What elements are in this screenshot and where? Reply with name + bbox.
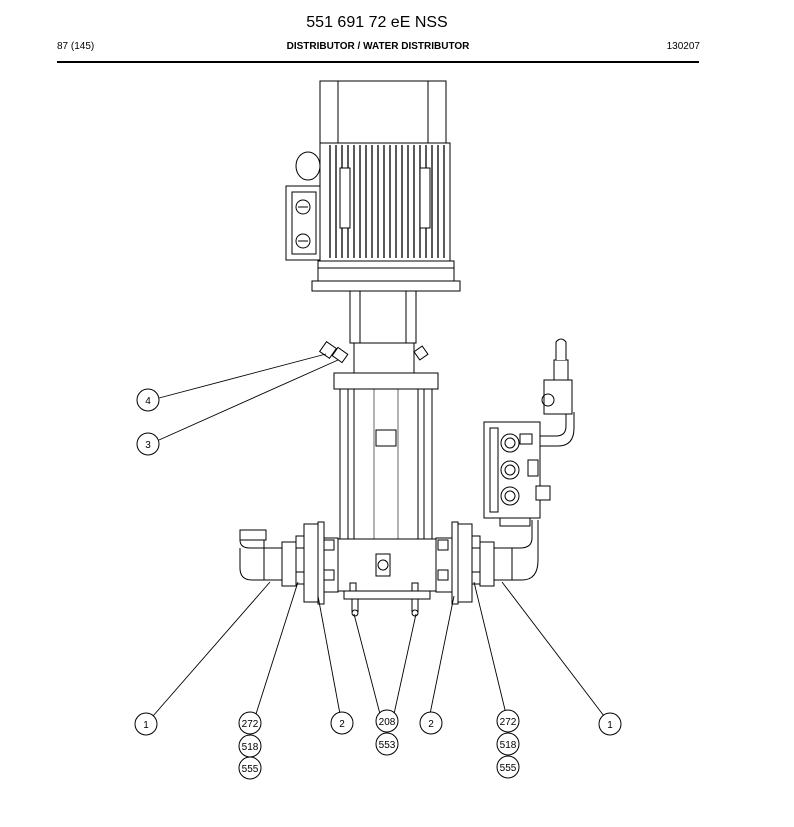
callout-1-left: 1 [134,712,158,736]
callout-label: 272 [500,717,517,728]
callout-272-right: 272 [496,709,520,733]
callout-3: 3 [136,432,160,456]
callout-518-right: 518 [496,732,520,756]
document-code: 130207 [666,41,700,52]
callout-label: 518 [500,740,517,751]
callout-label: 553 [379,740,396,751]
document-title: 551 691 72 eE NSS [306,14,448,31]
callout-label: 2 [339,719,345,730]
leader-lines [152,353,605,717]
callout-208: 208 [375,709,399,733]
motor [285,80,461,292]
callout-4: 4 [136,388,160,412]
pump-body [333,372,439,617]
right-flange-assembly [435,513,539,605]
left-flange-assembly [239,521,339,605]
callout-label: 208 [379,717,396,728]
distributor-valve-block [483,338,575,519]
shaft-coupling [318,290,429,374]
callout-label: 555 [500,763,517,774]
callout-label: 1 [143,720,149,731]
callout-2-right: 2 [419,711,443,735]
callout-2-left: 2 [330,711,354,735]
callout-label: 2 [428,719,434,730]
callout-518-left: 518 [238,734,262,758]
callout-label: 518 [242,742,259,753]
page-number: 87 (145) [57,41,95,52]
callout-272-left: 272 [238,711,262,735]
callout-1-right: 1 [598,712,622,736]
section-title: DISTRIBUTOR / WATER DISTRIBUTOR [286,41,470,52]
callout-553: 553 [375,732,399,756]
callout-555-right: 555 [496,755,520,779]
callout-label: 1 [607,720,613,731]
callout-label: 3 [145,440,151,451]
callout-label: 272 [242,719,259,730]
header-rule [57,61,699,63]
callout-555-left: 555 [238,756,262,780]
callout-label: 555 [242,764,259,775]
callout-label: 4 [145,396,151,407]
